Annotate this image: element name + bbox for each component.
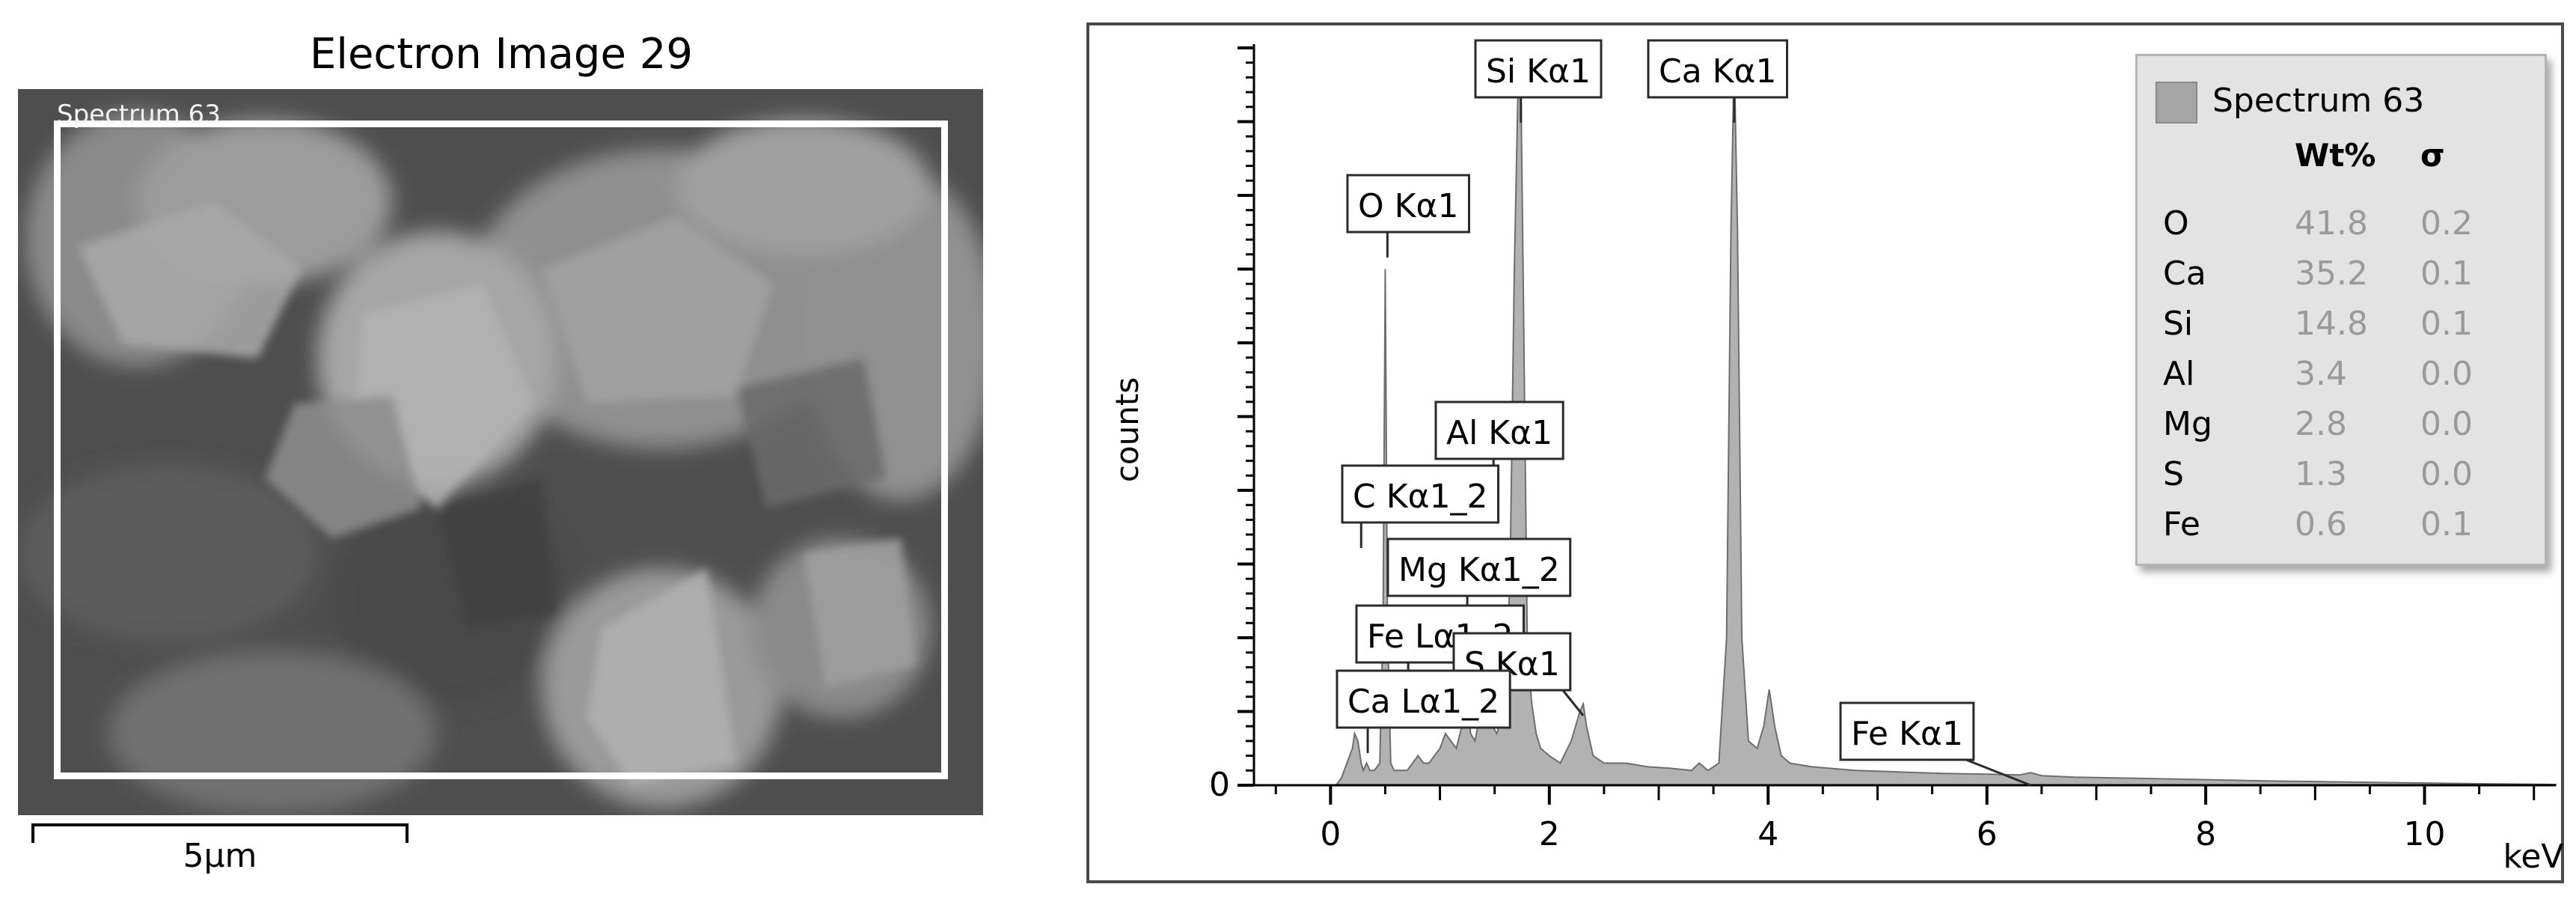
legend-swatch xyxy=(2156,82,2197,124)
peak-label-box xyxy=(1474,39,1603,99)
composition-row: O 41.8 0.2 xyxy=(2138,204,2545,251)
peak-leader-line xyxy=(1561,689,1585,716)
composition-legend: Spectrum 63 Wt% σ O 41.8 0.2 Ca 35.2 0.1… xyxy=(2135,54,2547,566)
peak-label: Mg Kα1_2 xyxy=(1386,537,1572,621)
peak-label-box xyxy=(1434,400,1564,460)
scale-bar-label: 5µm xyxy=(183,837,257,875)
electron-image-title: Electron Image 29 xyxy=(310,30,693,79)
composition-row: S 1.3 0.0 xyxy=(2138,455,2545,502)
x-tick-label: 0 xyxy=(1320,815,1341,853)
sigma-value: 0.0 xyxy=(2420,405,2473,443)
peak-label-text: Ca Kα1 xyxy=(1659,52,1777,91)
peak-label: S Kα1 xyxy=(1452,632,1585,716)
peak-label: O Kα1 xyxy=(1346,174,1470,258)
weight-percent: 0.6 xyxy=(2295,505,2347,543)
sem-micrograph: Spectrum 63 xyxy=(18,89,983,815)
composition-row: Ca 35.2 0.1 xyxy=(2138,255,2545,301)
composition-row: Si 14.8 0.1 xyxy=(2138,305,2545,351)
sigma-value: 0.0 xyxy=(2420,355,2473,393)
element-symbol: S xyxy=(2163,455,2184,493)
peak-label-text: Si Kα1 xyxy=(1486,52,1591,91)
spectrum-area xyxy=(1330,55,2557,786)
element-symbol: Fe xyxy=(2163,505,2200,543)
peak-label-box xyxy=(1386,537,1572,597)
peak-label-text: O Kα1 xyxy=(1358,187,1458,225)
peak-label: C Kα1_2 xyxy=(1341,464,1500,548)
peak-label: Al Kα1 xyxy=(1434,400,1564,484)
peak-label-text: C Kα1_2 xyxy=(1353,478,1488,516)
x-tick-label: 10 xyxy=(2404,815,2446,853)
peak-label-box xyxy=(1336,669,1511,729)
weight-percent: 35.2 xyxy=(2295,255,2368,293)
x-tick-label: 8 xyxy=(2195,815,2216,853)
x-tick-label: 4 xyxy=(1757,815,1778,853)
y-tick-label: 0 xyxy=(1209,766,1230,804)
peak-label-box xyxy=(1341,464,1500,524)
peak-leader-line xyxy=(1965,758,2031,787)
composition-row: Mg 2.8 0.0 xyxy=(2138,405,2545,451)
peak-label-box xyxy=(1647,39,1789,99)
peak-label-box xyxy=(1346,174,1470,234)
peak-label-text: Al Kα1 xyxy=(1446,414,1552,452)
weight-percent: 2.8 xyxy=(2295,405,2347,443)
sigma-value: 0.1 xyxy=(2420,305,2473,343)
sigma-value: 0.2 xyxy=(2420,204,2473,243)
peak-label: Si Kα1 xyxy=(1474,39,1603,123)
composition-row: Fe 0.6 0.1 xyxy=(2138,505,2545,552)
weight-percent: 1.3 xyxy=(2295,455,2347,493)
peak-label: Ca Lα1_2 xyxy=(1336,669,1511,753)
column-header-wt: Wt% xyxy=(2295,137,2376,174)
spectrum-chart: 0 0 2 4 6 8 10 Si Kα1 Ca Kα1 O Kα1 Al Kα1 C Kα1_2… xyxy=(1109,39,2564,876)
column-header-sigma: σ xyxy=(2420,137,2445,174)
composition-row: Al 3.4 0.0 xyxy=(2138,355,2545,401)
sigma-value: 0.1 xyxy=(2420,505,2473,543)
peak-label-box xyxy=(1839,701,1975,761)
peak-label-text: Ca Lα1_2 xyxy=(1347,683,1499,721)
element-symbol: Al xyxy=(2163,355,2195,393)
spectrum-region-box xyxy=(54,121,948,779)
legend-spectrum-name: Spectrum 63 xyxy=(2212,82,2425,120)
peak-label: Ca Kα1 xyxy=(1647,39,1789,123)
element-symbol: Si xyxy=(2163,305,2194,343)
x-axis-label: keV xyxy=(2503,838,2563,876)
scale-bar xyxy=(31,823,409,843)
y-axis-label: counts xyxy=(1109,377,1145,482)
spectrum-panel: 0 0 2 4 6 8 10 Si Kα1 Ca Kα1 O Kα1 Al Kα1 C Kα1_2… xyxy=(1086,22,2564,883)
peak-label: Fe Lα1_2 xyxy=(1355,604,1525,688)
sigma-value: 0.0 xyxy=(2420,455,2473,493)
spectrum-region-label: Spectrum 63 xyxy=(57,100,221,129)
element-symbol: O xyxy=(2163,204,2189,243)
x-tick-label: 2 xyxy=(1539,815,1560,853)
peak-label-text: Mg Kα1_2 xyxy=(1398,551,1560,589)
element-symbol: Ca xyxy=(2163,255,2206,293)
weight-percent: 41.8 xyxy=(2295,204,2368,243)
peak-label-text: Fe Kα1 xyxy=(1851,715,1963,753)
weight-percent: 3.4 xyxy=(2295,355,2347,393)
peak-label: Fe Kα1 xyxy=(1839,701,2031,787)
x-tick-label: 6 xyxy=(1977,815,1998,853)
element-symbol: Mg xyxy=(2163,405,2212,443)
sem-image-graphic xyxy=(18,89,983,815)
weight-percent: 14.8 xyxy=(2295,305,2368,343)
sigma-value: 0.1 xyxy=(2420,255,2473,293)
